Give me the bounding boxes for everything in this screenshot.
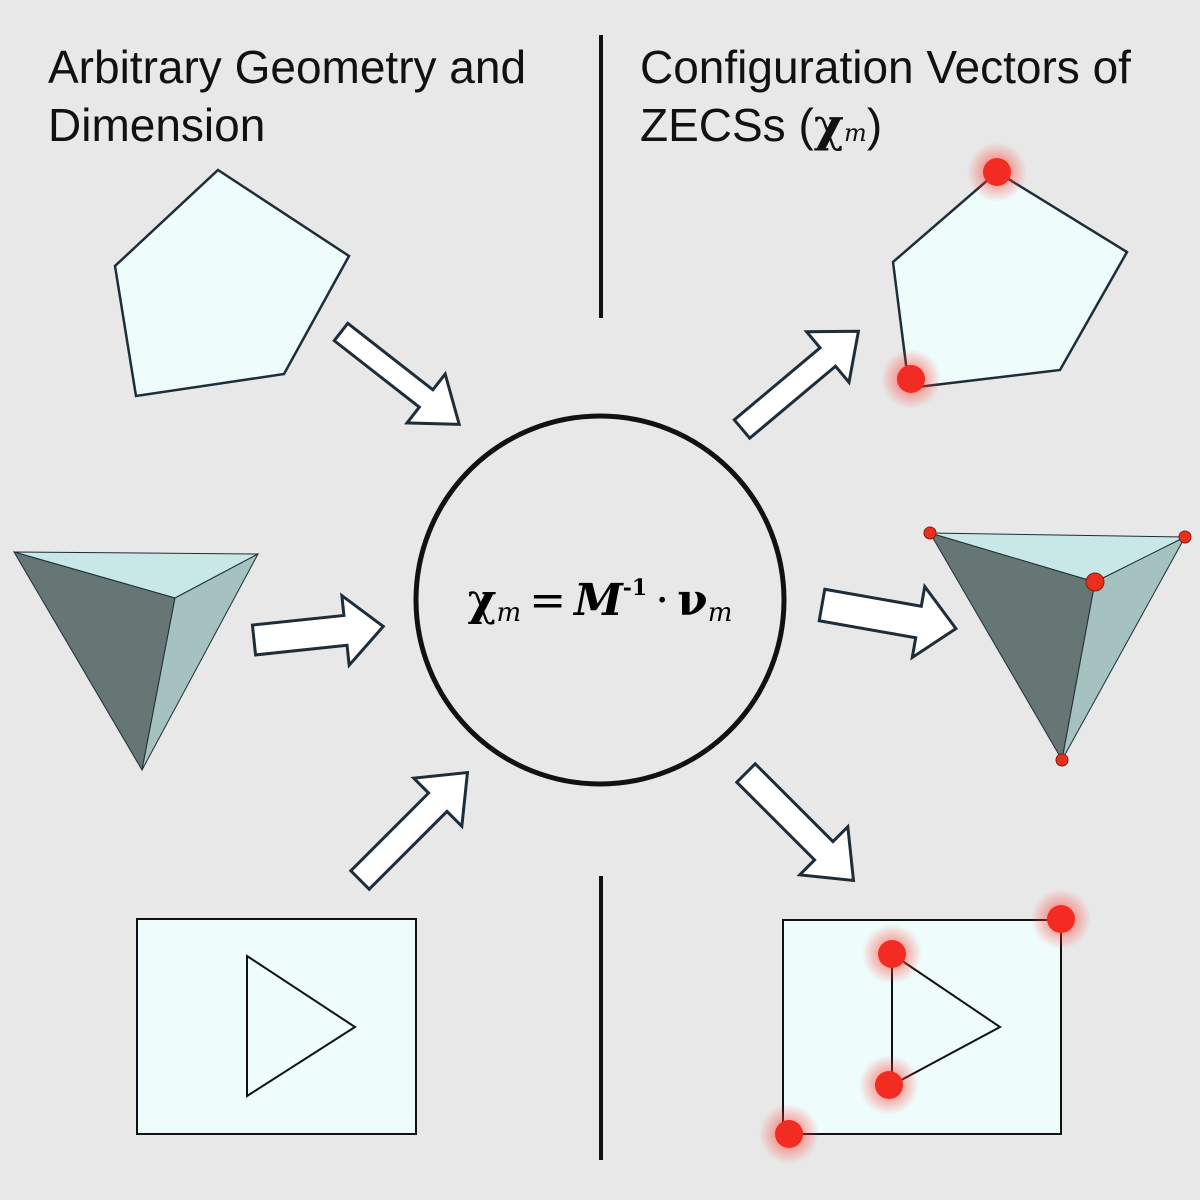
equation-matrix: M [574,575,623,626]
arrow-pentagon-to-circle [332,321,462,426]
arrow-tetrahedron-to-circle [250,592,386,669]
equation-chi-subscript: m [496,598,522,628]
arrow-circle-to-pentagon [732,329,861,441]
chi-symbol: χ [813,98,845,152]
arrow-circle-to-rectangle [734,761,856,883]
equation-dot: · [655,575,670,626]
input-tetrahedron [12,551,260,772]
equation-nu-subscript: m [707,598,733,628]
config-point-triangle-top [862,924,922,984]
vertex-dot-tetra-bottom [1055,753,1069,767]
output-tetrahedron [928,532,1187,762]
heading-right-line2-suffix: ) [866,99,883,151]
heading-right-line1: Configuration Vectors of [640,41,1131,93]
output-pentagon [891,170,1129,390]
vertex-dot-tetra-right [1178,530,1192,544]
heading-left-line1: Arbitrary Geometry and [48,41,527,93]
heading-left-line2: Dimension [48,99,266,151]
equation-chi: χ [467,575,497,626]
equation-equals: = [529,575,567,626]
input-rectangle [136,918,417,1135]
central-equation: χm=M-1·νm [420,575,780,628]
heading-configuration-vectors: Configuration Vectors of ZECSs (χm) [640,38,1131,162]
config-point-rect-bottom-left [759,1104,819,1164]
heading-right-line2-prefix: ZECSs ( [640,99,814,151]
equation-nu: ν [677,575,708,626]
vertex-dot-tetra-left [923,526,937,540]
output-rectangle [782,919,1062,1135]
config-point-pentagon-left [881,349,941,409]
chi-subscript: m [844,119,867,147]
central-circle [413,413,787,787]
input-inner-triangle [246,954,357,1098]
arrow-rectangle-to-circle [348,770,470,892]
config-point-triangle-bottom [859,1055,919,1115]
config-point-rect-top-right [1031,889,1091,949]
output-inner-triangle [891,952,1002,1086]
vertex-dot-tetra-front [1085,572,1105,592]
config-point-pentagon-top [967,142,1027,202]
heading-arbitrary-geometry: Arbitrary Geometry and Dimension [48,38,526,154]
input-pentagon [113,168,351,398]
arrow-circle-to-tetrahedron [817,582,959,661]
equation-inverse-superscript: -1 [622,575,648,601]
heading-right-line2: ZECSs (χm) [640,96,1131,162]
